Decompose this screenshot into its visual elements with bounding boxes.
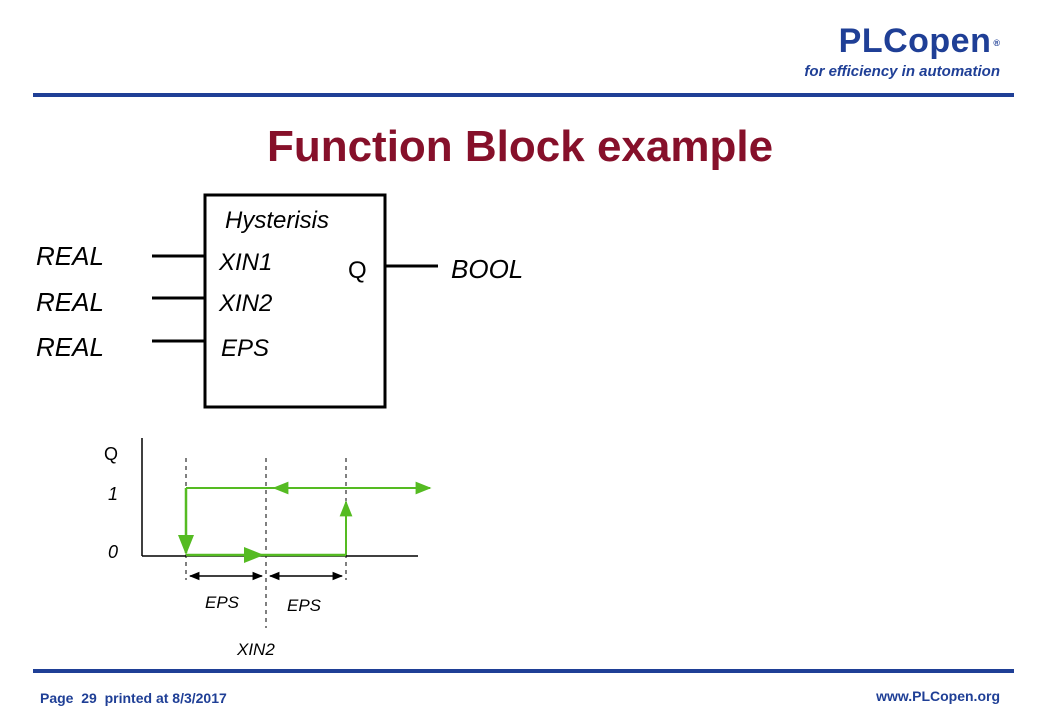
input-type-xin1: REAL xyxy=(36,241,104,271)
input-name-xin1: XIN1 xyxy=(218,249,272,276)
graph-y-label: Q xyxy=(104,444,118,464)
registered-mark: ® xyxy=(993,37,1000,48)
output-type-bool: BOOL xyxy=(451,254,523,284)
footer-page-info: Page 29 printed at 8/3/2017 xyxy=(40,690,227,706)
footer-url: www.PLCopen.org xyxy=(876,688,1000,704)
input-name-xin2: XIN2 xyxy=(218,290,272,317)
input-type-xin2: REAL xyxy=(36,287,104,317)
footer-rule xyxy=(33,669,1014,673)
eps-label-left: EPS xyxy=(205,593,240,612)
input-type-eps: REAL xyxy=(36,332,104,362)
brand-name: PLCopen xyxy=(838,22,992,60)
page-number: 29 xyxy=(81,690,97,706)
block-name: Hysterisis xyxy=(225,207,329,234)
graph-level-low: 0 xyxy=(108,542,118,562)
function-block-box xyxy=(203,193,387,409)
input-name-eps: EPS xyxy=(221,335,269,362)
brand-logo: PLCopen® xyxy=(839,22,1000,61)
eps-label-right: EPS xyxy=(287,596,322,615)
brand-tagline: for efficiency in automation xyxy=(804,63,1000,80)
header-rule xyxy=(33,93,1014,97)
output-name-q: Q xyxy=(348,257,367,284)
printed-date: printed at 8/3/2017 xyxy=(104,690,227,706)
slide-title: Function Block example xyxy=(266,122,774,171)
page-label: Page xyxy=(40,690,74,706)
graph-x-label: XIN2 xyxy=(236,640,275,659)
graph-level-high: 1 xyxy=(108,484,118,504)
